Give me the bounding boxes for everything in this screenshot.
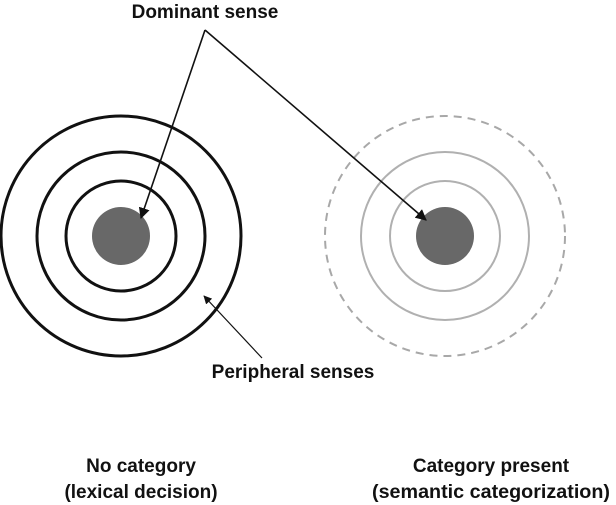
left-caption-line1: No category: [86, 456, 196, 477]
dominant-sense-label: Dominant sense: [132, 2, 279, 23]
left-caption-line2: (lexical decision): [64, 482, 217, 503]
right-inner-ring: [389, 180, 501, 292]
right-caption-line2: (semantic categorization): [372, 482, 610, 503]
peripheral-senses-label: Peripheral senses: [212, 362, 375, 383]
left-dominant-core: [92, 207, 150, 265]
arrow-dominant-to-left-core: [138, 29, 206, 220]
right-caption-line1: Category present: [413, 456, 570, 477]
right-outer-dashed-ring: [324, 115, 566, 357]
right-dominant-core: [416, 207, 474, 265]
right-sense-diagram: [324, 115, 566, 357]
left-inner-ring: [64, 179, 178, 293]
left-outer-ring: [0, 114, 243, 358]
right-middle-ring: [360, 151, 530, 321]
arrow-peripheral-to-left-ring: [203, 295, 263, 359]
left-middle-ring: [35, 150, 207, 322]
arrow-dominant-to-right-core: [204, 29, 427, 221]
left-sense-diagram: [0, 114, 243, 358]
